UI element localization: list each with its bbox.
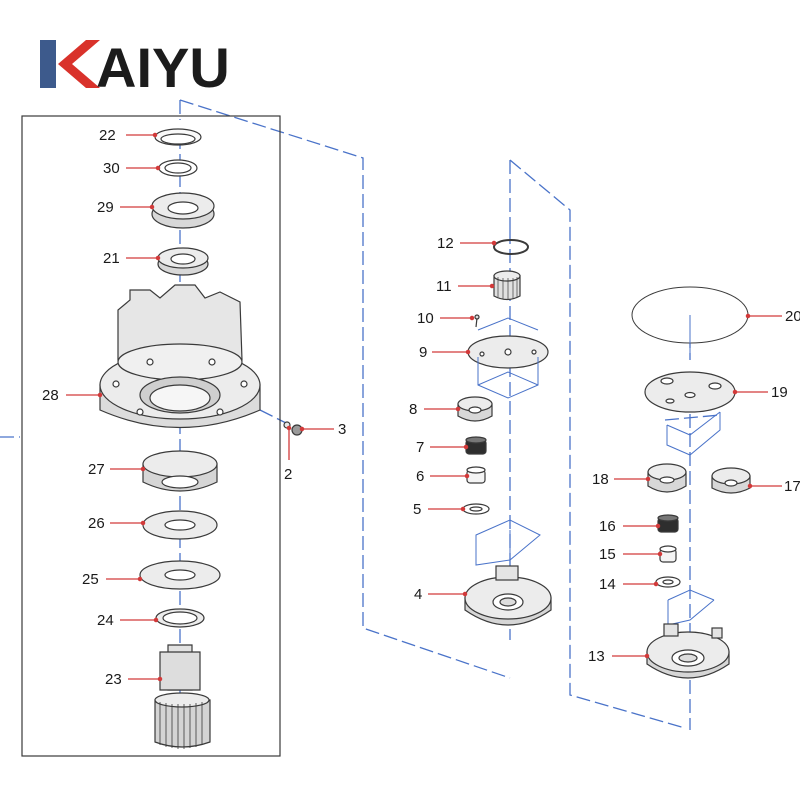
part-8-planet-gear — [457, 396, 493, 422]
part-27-bearing-cup — [142, 450, 218, 492]
part-28-housing — [99, 284, 261, 429]
middle-assembly — [457, 239, 552, 626]
callout-labels: 22 30 29 21 28 27 26 25 24 23 3 2 12 11 … — [42, 127, 800, 688]
part-7-needle-bearing — [465, 436, 487, 455]
part-14-thrust-washer — [655, 576, 681, 588]
callout-6: 6 — [416, 468, 424, 485]
callout-7: 7 — [416, 439, 424, 456]
callout-18: 18 — [592, 471, 609, 488]
part-25-washer — [139, 560, 221, 590]
left-assembly — [99, 128, 303, 749]
part-5-thrust-washer — [462, 503, 490, 515]
part-16-needle-bearing — [657, 514, 679, 533]
callout-20: 20 — [785, 308, 800, 325]
callout-leaders — [66, 132, 782, 682]
right-assembly — [631, 286, 751, 679]
callout-24: 24 — [97, 612, 114, 629]
assembly-frame — [21, 115, 281, 757]
part-24-ring — [155, 608, 205, 628]
callout-17: 17 — [784, 478, 800, 495]
part-29-bearing — [151, 192, 215, 229]
part-26-seal — [142, 510, 218, 540]
callout-12: 12 — [437, 235, 454, 252]
part-12-snap-ring — [493, 239, 529, 255]
part-19-carrier-plate — [644, 371, 736, 456]
callout-22: 22 — [99, 127, 116, 144]
callout-9: 9 — [419, 344, 427, 361]
callout-10: 10 — [417, 310, 434, 327]
callout-25: 25 — [82, 571, 99, 588]
callout-8: 8 — [409, 401, 417, 418]
callout-14: 14 — [599, 576, 616, 593]
callout-16: 16 — [599, 518, 616, 535]
callout-19: 19 — [771, 384, 788, 401]
logo-mark-arrow — [58, 40, 100, 88]
part-15-spacer — [659, 545, 677, 563]
part-21-bearing — [157, 247, 209, 276]
callout-28: 28 — [42, 387, 59, 404]
part-9-carrier-plate — [467, 317, 549, 399]
part-6-spacer — [466, 466, 486, 484]
callout-2: 2 — [284, 466, 292, 483]
part-30-circlip — [158, 159, 198, 177]
callout-15: 15 — [599, 546, 616, 563]
part-23-pinion-shaft — [154, 644, 211, 749]
callout-13: 13 — [588, 648, 605, 665]
callout-30: 30 — [103, 160, 120, 177]
part-11-sun-gear — [493, 270, 521, 301]
callout-29: 29 — [97, 199, 114, 216]
callout-4: 4 — [414, 586, 422, 603]
callout-26: 26 — [88, 515, 105, 532]
brand-logo: AIYU — [40, 36, 230, 99]
assembly-lines — [0, 99, 721, 730]
part-22-retaining-ring — [154, 128, 202, 146]
part-10-pin — [474, 314, 480, 328]
callout-3: 3 — [338, 421, 346, 438]
part-17-planet-gear — [711, 467, 751, 494]
callout-23: 23 — [105, 671, 122, 688]
part-20-gasket — [631, 286, 749, 355]
logo-mark-left — [40, 40, 56, 88]
part-4-planet-carrier — [464, 519, 552, 626]
callout-11: 11 — [436, 278, 452, 295]
callout-5: 5 — [413, 501, 421, 518]
callout-27: 27 — [88, 461, 105, 478]
callout-21: 21 — [103, 250, 120, 267]
part-18-planet-gear — [647, 463, 687, 493]
logo-text: AIYU — [96, 36, 230, 99]
part-13-planet-carrier — [646, 589, 730, 679]
